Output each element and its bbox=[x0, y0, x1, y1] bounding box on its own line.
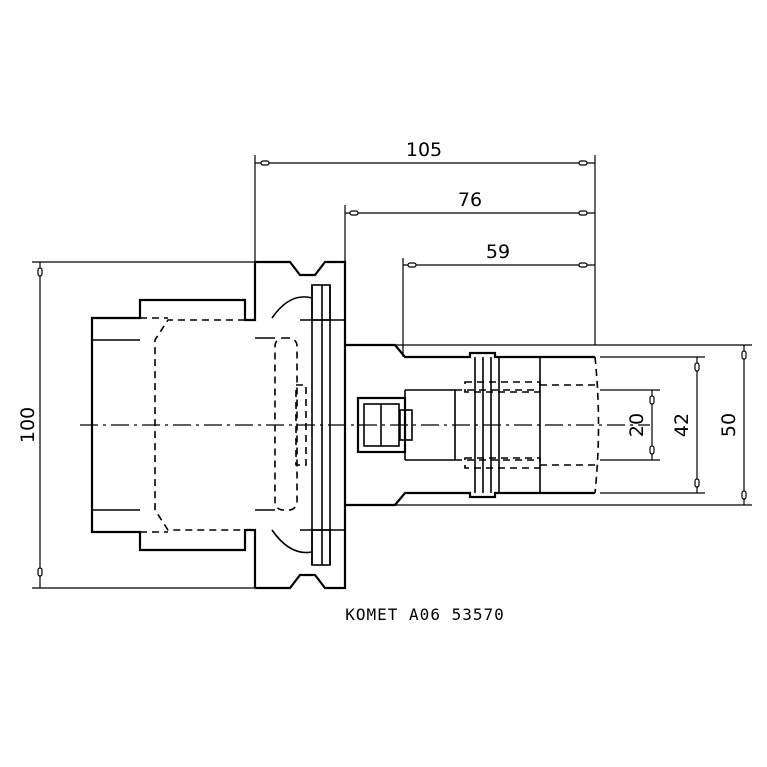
dimension-76: 76 bbox=[344, 189, 595, 262]
dimension-20-label: 20 bbox=[626, 413, 648, 437]
shank-body bbox=[90, 262, 298, 588]
dimension-59: 59 bbox=[402, 241, 595, 357]
dimension-50-label: 50 bbox=[718, 413, 740, 437]
clamp-screw bbox=[356, 390, 413, 460]
part-number-caption: KOMET A06 53570 bbox=[345, 605, 505, 624]
dimension-105: 105 bbox=[254, 139, 596, 345]
front-body bbox=[345, 343, 600, 507]
dimension-42: 42 bbox=[600, 356, 705, 494]
flange bbox=[255, 260, 347, 590]
dimension-50: 50 bbox=[345, 344, 752, 506]
dimension-42-label: 42 bbox=[671, 413, 693, 437]
dimension-59-label: 59 bbox=[486, 241, 510, 263]
dimension-100-label: 100 bbox=[17, 407, 39, 443]
dimension-105-label: 105 bbox=[406, 139, 442, 161]
dimension-100: 100 bbox=[17, 261, 255, 589]
dimension-20: 20 bbox=[600, 389, 660, 461]
dimension-76-label: 76 bbox=[458, 189, 482, 211]
